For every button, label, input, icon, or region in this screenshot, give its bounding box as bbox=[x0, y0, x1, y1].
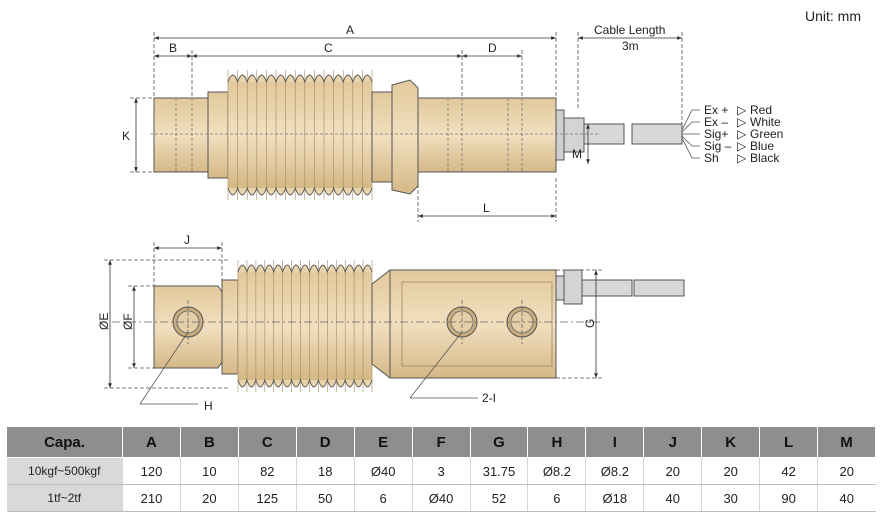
column-header: A bbox=[122, 426, 181, 458]
table-cell: Ø18 bbox=[585, 484, 644, 512]
dim-of: ØF bbox=[121, 313, 135, 330]
dim-l: L bbox=[483, 201, 490, 215]
column-header: Capa. bbox=[6, 426, 123, 458]
wire-arrow-icon: ▷ bbox=[737, 103, 747, 117]
bellows-side bbox=[237, 260, 373, 392]
dim-i: 2-I bbox=[482, 391, 496, 405]
column-header: K bbox=[701, 426, 761, 458]
side-cable-gland bbox=[563, 269, 583, 305]
dim-oe: ØE bbox=[97, 313, 111, 330]
table-cell: 30 bbox=[701, 484, 760, 512]
side-view bbox=[112, 260, 685, 392]
wire-color: Black bbox=[750, 151, 780, 165]
column-header: C bbox=[237, 426, 297, 458]
table-cell: 20 bbox=[701, 457, 760, 485]
right-body bbox=[417, 97, 557, 173]
column-header: M bbox=[817, 426, 876, 458]
top-view bbox=[150, 70, 700, 200]
column-header: E bbox=[353, 426, 413, 458]
wire-color: Blue bbox=[750, 139, 774, 153]
table-cell: 6 bbox=[527, 484, 586, 512]
table-cell: 40 bbox=[643, 484, 702, 512]
wire-arrow-icon: ▷ bbox=[737, 151, 747, 165]
table-cell: 125 bbox=[237, 484, 297, 512]
load-cell-drawing: A B C D K L M Cable Length 3m Ex +▷RedEx… bbox=[97, 23, 783, 413]
table-cell: 42 bbox=[759, 457, 818, 485]
column-header: H bbox=[527, 426, 587, 458]
wire-signal: Sig – bbox=[704, 139, 732, 153]
table-cell: 31.75 bbox=[469, 457, 528, 485]
collar bbox=[371, 91, 393, 183]
table-cell: 210 bbox=[122, 484, 181, 512]
table-cell: 3 bbox=[411, 457, 471, 485]
table-cell: 90 bbox=[759, 484, 818, 512]
column-header: I bbox=[585, 426, 645, 458]
dim-b: B bbox=[169, 41, 177, 55]
table-cell: 1tf~2tf bbox=[6, 484, 123, 512]
dim-j: J bbox=[184, 233, 190, 247]
wire-signal: Ex – bbox=[704, 115, 728, 129]
table-cell: 20 bbox=[643, 457, 702, 485]
table-cell: Ø8.2 bbox=[585, 457, 644, 485]
dim-c: C bbox=[324, 41, 333, 55]
table-cell: Ø40 bbox=[353, 457, 413, 485]
table-cell: 120 bbox=[122, 457, 181, 485]
wire-signal: Ex + bbox=[704, 103, 728, 117]
dim-h: H bbox=[204, 399, 213, 413]
table-cell: 52 bbox=[469, 484, 528, 512]
wire-color: Red bbox=[750, 103, 772, 117]
table-cell: 20 bbox=[179, 484, 239, 512]
wire-arrow-icon: ▷ bbox=[737, 127, 747, 141]
cable-length-label: Cable Length bbox=[594, 23, 665, 37]
wire-signal: Sh bbox=[704, 151, 719, 165]
wire-color: White bbox=[750, 115, 781, 129]
cable-length-value: 3m bbox=[622, 39, 639, 53]
cable bbox=[631, 123, 683, 145]
column-header: D bbox=[295, 426, 355, 458]
column-header: L bbox=[759, 426, 819, 458]
table-cell: 20 bbox=[817, 457, 876, 485]
wire-arrow-icon: ▷ bbox=[737, 139, 747, 153]
dim-k: K bbox=[122, 129, 130, 143]
table-cell: 82 bbox=[237, 457, 297, 485]
column-header: B bbox=[179, 426, 239, 458]
table-cell: Ø40 bbox=[411, 484, 471, 512]
table-cell: 6 bbox=[353, 484, 413, 512]
bellows-top bbox=[227, 70, 373, 200]
dim-m: M bbox=[572, 147, 582, 161]
dim-d: D bbox=[488, 41, 497, 55]
table-cell: 50 bbox=[295, 484, 355, 512]
wire-arrow-icon: ▷ bbox=[737, 115, 747, 129]
table-cell: 10kgf~500kgf bbox=[6, 457, 123, 485]
table-cell: Ø8.2 bbox=[527, 457, 586, 485]
unit-label: Unit: mm bbox=[805, 8, 861, 24]
dim-g: G bbox=[583, 319, 597, 328]
column-header: G bbox=[469, 426, 529, 458]
table-cell: 10 bbox=[179, 457, 239, 485]
table-cell: 18 bbox=[295, 457, 355, 485]
table-cell: 40 bbox=[817, 484, 876, 512]
left-end-block bbox=[153, 97, 209, 173]
wire-signal: Sig+ bbox=[704, 127, 728, 141]
wire-color: Green bbox=[750, 127, 783, 141]
column-header: J bbox=[643, 426, 703, 458]
dim-a: A bbox=[346, 23, 354, 37]
column-header: F bbox=[411, 426, 471, 458]
